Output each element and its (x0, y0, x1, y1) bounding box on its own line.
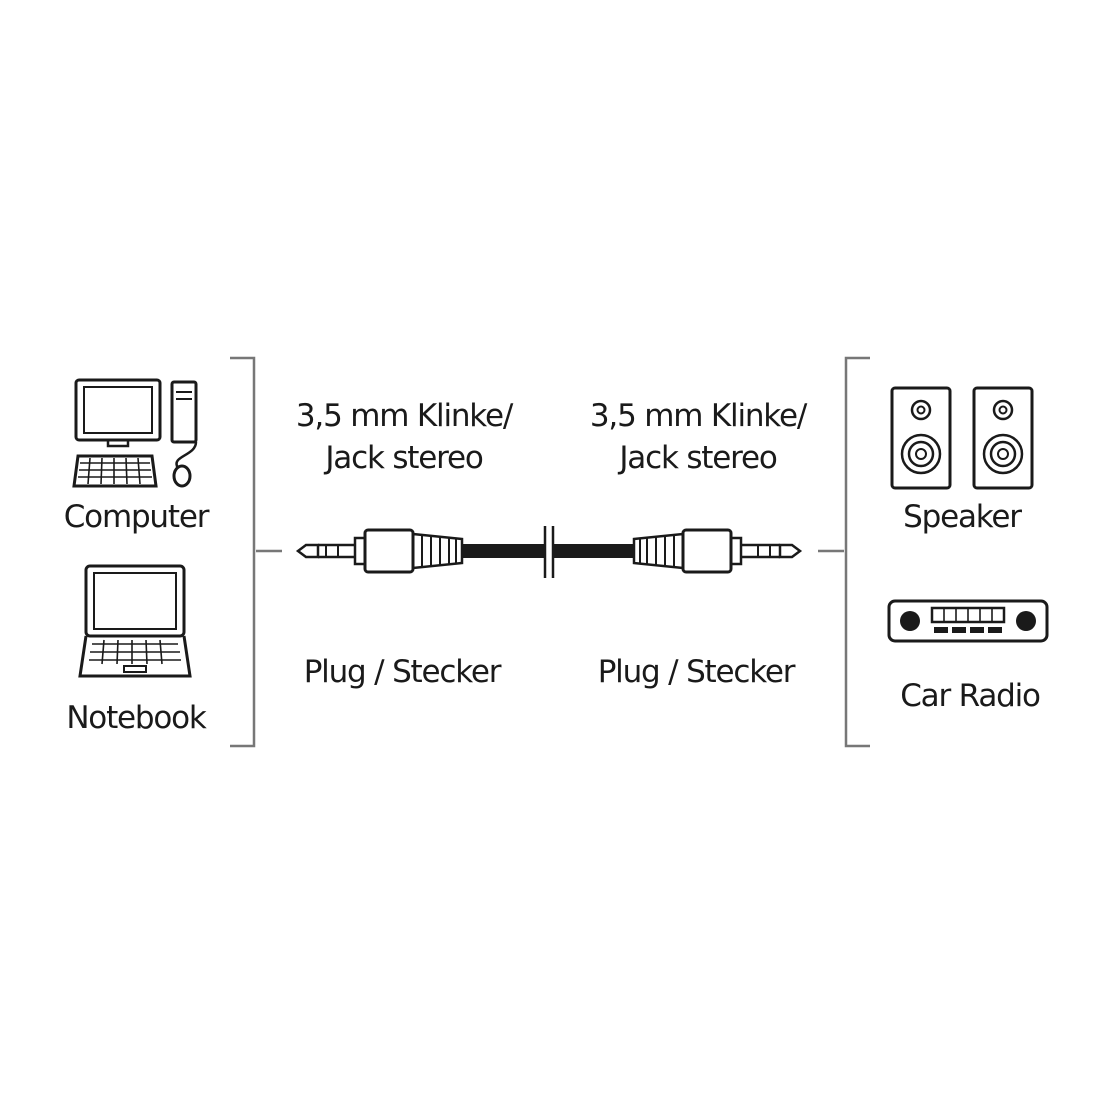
right-plug-icon (632, 528, 803, 574)
left-plug-icon (295, 528, 464, 574)
right-bracket (818, 356, 870, 748)
notebook-icon (78, 564, 192, 678)
car-radio-icon (887, 599, 1049, 643)
car-radio-label: Car Radio (900, 678, 1040, 714)
left-spec-line2: Jack stereo (323, 440, 483, 476)
left-plug-label: Plug / Stecker (304, 654, 502, 690)
left-spec-line1: 3,5 mm Klinke/ (296, 398, 514, 434)
right-plug-label: Plug / Stecker (598, 654, 796, 690)
notebook-label: Notebook (66, 700, 207, 736)
speaker-icon (890, 386, 1034, 490)
computer-label: Computer (64, 499, 210, 535)
speaker-label: Speaker (903, 499, 1022, 535)
right-spec-line1: 3,5 mm Klinke/ (590, 398, 808, 434)
computer-icon (72, 378, 198, 488)
left-bracket (230, 356, 282, 748)
right-spec-line2: Jack stereo (617, 440, 777, 476)
cable-icon (462, 526, 634, 578)
